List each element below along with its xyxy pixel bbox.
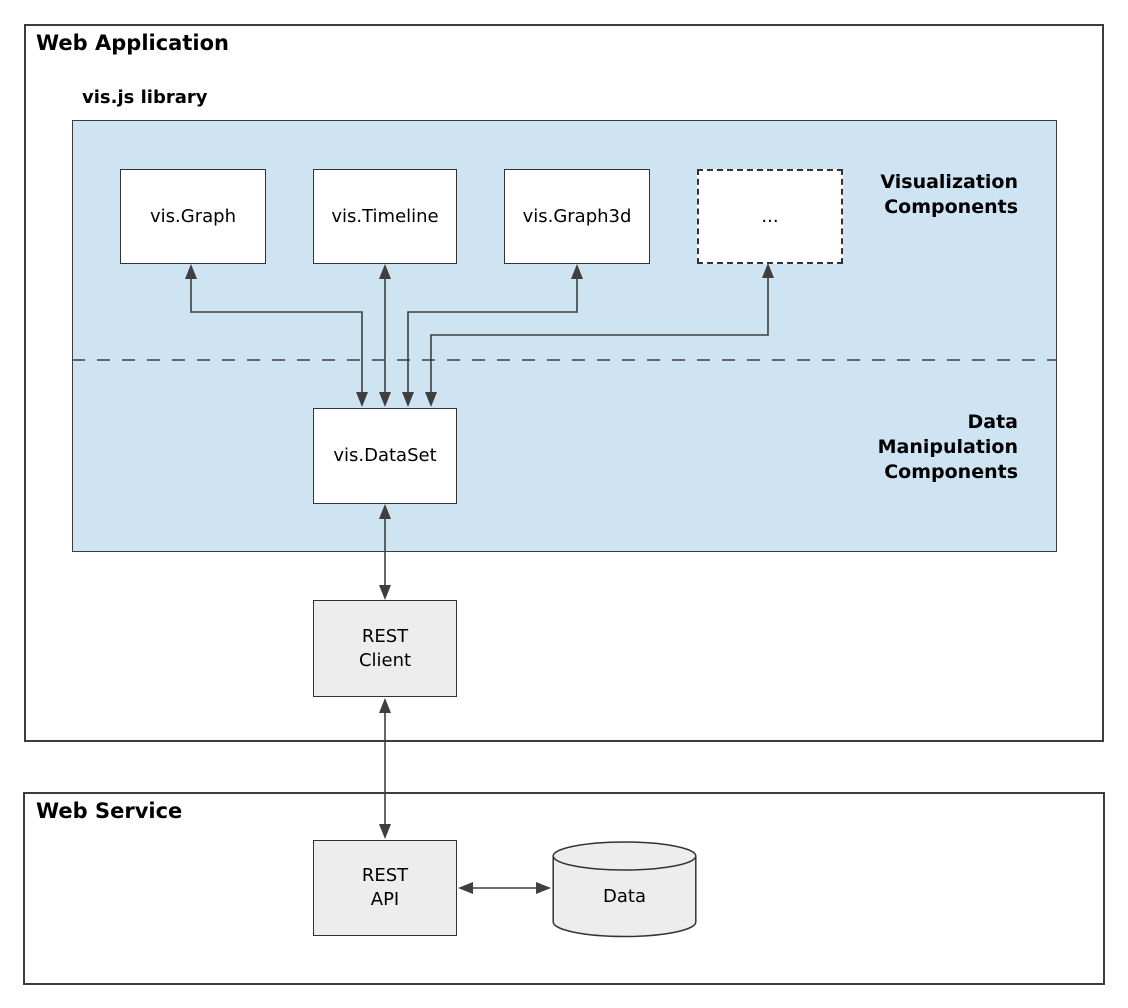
- node-vis-graph-label: vis.Graph: [150, 205, 236, 227]
- node-data-store-label: Data: [603, 886, 646, 907]
- node-vis-dataset-label: vis.DataSet: [333, 445, 437, 466]
- visjs-library-title: vis.js library: [82, 87, 208, 108]
- node-vis-timeline-label: vis.Timeline: [331, 205, 439, 227]
- node-more-components: ...: [697, 169, 843, 264]
- web-application-title: Web Application: [36, 31, 229, 55]
- database-cylinder-icon: [552, 841, 697, 938]
- web-service-box: [23, 792, 1105, 985]
- node-vis-graph3d-label: vis.Graph3d: [522, 205, 632, 227]
- arrow-restapi-datastore: [458, 882, 551, 894]
- arrow-restclient-restapi: [379, 698, 391, 839]
- arrow-more-dataset: [425, 263, 774, 407]
- node-rest-client: REST Client: [313, 600, 457, 697]
- data-manipulation-components-label: Data Manipulation Components: [877, 411, 1018, 483]
- arrow-timeline-dataset: [379, 264, 391, 407]
- arrow-graph-dataset: [185, 264, 368, 407]
- web-service-title: Web Service: [36, 799, 183, 823]
- arrow-dataset-restclient: [379, 504, 391, 600]
- web-application-box: [24, 24, 1104, 742]
- node-data-store: Data: [552, 841, 697, 938]
- node-vis-dataset: vis.DataSet: [313, 408, 457, 504]
- node-vis-graph: vis.Graph: [120, 169, 266, 264]
- node-vis-timeline: vis.Timeline: [313, 169, 457, 264]
- arrow-graph3d-dataset: [402, 264, 583, 407]
- node-rest-api: REST API: [313, 840, 457, 936]
- node-more-components-label: ...: [761, 205, 779, 227]
- visualization-components-label: Visualization Components: [880, 171, 1018, 218]
- node-vis-graph3d: vis.Graph3d: [504, 169, 650, 264]
